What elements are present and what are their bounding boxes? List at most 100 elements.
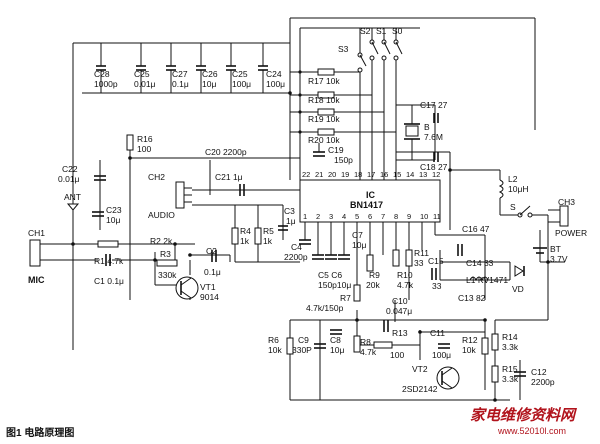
mic-resistors: R1 4.7k C1 0.1μ R2 2k R3 330k C2 0.1μ bbox=[94, 236, 221, 286]
power-switch-s[interactable] bbox=[517, 205, 533, 218]
c27-value: 0.1μ bbox=[172, 79, 189, 89]
power-jack-ch3[interactable] bbox=[548, 205, 569, 227]
switch-s1[interactable] bbox=[381, 39, 391, 61]
c28-value: 1000p bbox=[94, 79, 118, 89]
resistor-r16 bbox=[126, 134, 134, 151]
lower-section: C10 0.047μ R13 100 C11 100μ R12 10k R14 … bbox=[268, 296, 555, 387]
ic-pin-5: 5 bbox=[355, 212, 359, 221]
r11-ref: R11 bbox=[414, 248, 429, 258]
c8-value: 10μ bbox=[330, 345, 344, 355]
l1-label: L1 KV1471 bbox=[466, 275, 508, 285]
resistor-r19 bbox=[317, 108, 335, 116]
r8-value: 4.7k bbox=[360, 347, 377, 357]
c22-ref: C22 bbox=[62, 164, 78, 174]
c7-value: 10μ bbox=[352, 240, 366, 250]
r5-value: 1k bbox=[263, 236, 273, 246]
resistor-r10 bbox=[392, 249, 400, 267]
c12-value: 2200p bbox=[531, 377, 555, 387]
resistor-network: R17 10k R18 10k R19 10k R20 10k bbox=[298, 68, 340, 145]
band-switches: S3 S2 S1 S0 bbox=[338, 26, 403, 73]
c11-value: 100μ bbox=[432, 350, 451, 360]
ant-label: ANT bbox=[64, 192, 81, 202]
r12-ref: R12 bbox=[462, 335, 478, 345]
watermark-text: 家电维修资料网 bbox=[470, 406, 578, 424]
power-section: L2 10μH S CH3 POWER BT 3.7V bbox=[498, 174, 587, 264]
c15-ref: C15 bbox=[428, 256, 444, 266]
ch1-label: CH1 bbox=[28, 228, 45, 238]
ic-pin-1: 1 bbox=[303, 212, 307, 221]
bt-value: 3.7V bbox=[550, 254, 568, 264]
c5c6-value: 150p10μ bbox=[318, 280, 351, 290]
s0-label: S0 bbox=[392, 26, 403, 36]
antenna-section: R16 100 C22 0.01μ C23 10μ ANT bbox=[58, 134, 153, 230]
switch-s2[interactable] bbox=[369, 39, 379, 61]
resistor-r18 bbox=[317, 91, 335, 99]
r16-value: 100 bbox=[137, 144, 151, 154]
switch-s0[interactable] bbox=[393, 39, 403, 61]
r9-ref: R9 bbox=[369, 270, 380, 280]
switch-s3[interactable] bbox=[357, 52, 367, 73]
resistor-r15 bbox=[491, 365, 499, 383]
resistor-r4 bbox=[231, 227, 239, 245]
switch-s-label: S bbox=[510, 202, 516, 212]
ic-pin-16: 16 bbox=[380, 170, 388, 179]
resistor-r9 bbox=[366, 254, 374, 272]
power-label: POWER bbox=[555, 228, 587, 238]
ic-pin-3: 3 bbox=[329, 212, 333, 221]
cap-c19: C19 150p bbox=[313, 143, 353, 165]
r18-label: R18 10k bbox=[308, 95, 340, 105]
c21-label: C21 1μ bbox=[215, 172, 243, 182]
c22-value: 0.01μ bbox=[58, 174, 80, 184]
c10-value: 0.047μ bbox=[386, 306, 412, 316]
transistor-vt2: VT2 2SD2142 bbox=[402, 364, 460, 394]
c19-ref: C19 bbox=[328, 145, 344, 155]
r17-label: R17 10k bbox=[308, 76, 340, 86]
junctions bbox=[71, 91, 550, 402]
c8-ref: C8 bbox=[330, 335, 341, 345]
vco-section: C16 47 C14 33 L1 KV1471 C15 33 C13 82 VD bbox=[428, 224, 525, 303]
crystal-ref: B bbox=[424, 122, 430, 132]
l2-value: 10μH bbox=[508, 184, 529, 194]
c13-label: C13 82 bbox=[458, 293, 486, 303]
audio-jack-ch2[interactable] bbox=[175, 181, 192, 209]
c23-value: 10μ bbox=[106, 215, 120, 225]
s1-label: S1 bbox=[376, 26, 387, 36]
ch2-label: CH2 bbox=[148, 172, 165, 182]
inductor-l1 bbox=[469, 276, 489, 282]
ic-pin-22: 22 bbox=[302, 170, 310, 179]
r5-ref: R5 bbox=[263, 226, 274, 236]
c24-value: 100μ bbox=[266, 79, 285, 89]
resistor-r6 bbox=[286, 337, 294, 355]
ic-part: BN1417 bbox=[350, 200, 383, 210]
c15-value: 33 bbox=[432, 281, 442, 291]
ic-pin-4: 4 bbox=[342, 212, 346, 221]
c4-ref: C4 bbox=[291, 242, 302, 252]
cap-c28 bbox=[96, 43, 106, 93]
vt2-ref: VT2 bbox=[412, 364, 428, 374]
c20-label: C20 2200p bbox=[205, 147, 247, 157]
site-watermark: 家电维修资料网 www.52010l.com bbox=[470, 406, 578, 436]
c2-value: 0.1μ bbox=[204, 267, 221, 277]
ic-pin-8: 8 bbox=[394, 212, 398, 221]
mic-jack-ch1[interactable] bbox=[29, 239, 58, 267]
r8-ref: R8 bbox=[360, 337, 371, 347]
resistor-r17 bbox=[317, 68, 335, 76]
crystal-value: 7.6M bbox=[424, 132, 443, 142]
watermark-url: www.52010l.com bbox=[497, 426, 566, 436]
r3-value: 330k bbox=[158, 270, 177, 280]
c18-label: C18 27 bbox=[420, 162, 448, 172]
ic-pin-7: 7 bbox=[381, 212, 385, 221]
s3-label: S3 bbox=[338, 44, 349, 54]
c4-value: 2200p bbox=[284, 252, 308, 262]
top-capacitor-bank: C28 1000p C25 0.01μ C27 0.1μ C26 10μ C25… bbox=[94, 43, 285, 93]
r12-value: 10k bbox=[462, 345, 476, 355]
resistors-r4-r5: R4 1k R5 1k bbox=[231, 226, 274, 246]
r10-ref: R10 bbox=[397, 270, 413, 280]
vd-label: VD bbox=[512, 284, 524, 294]
inductor-l2 bbox=[498, 179, 504, 199]
crystal-b bbox=[405, 125, 419, 137]
